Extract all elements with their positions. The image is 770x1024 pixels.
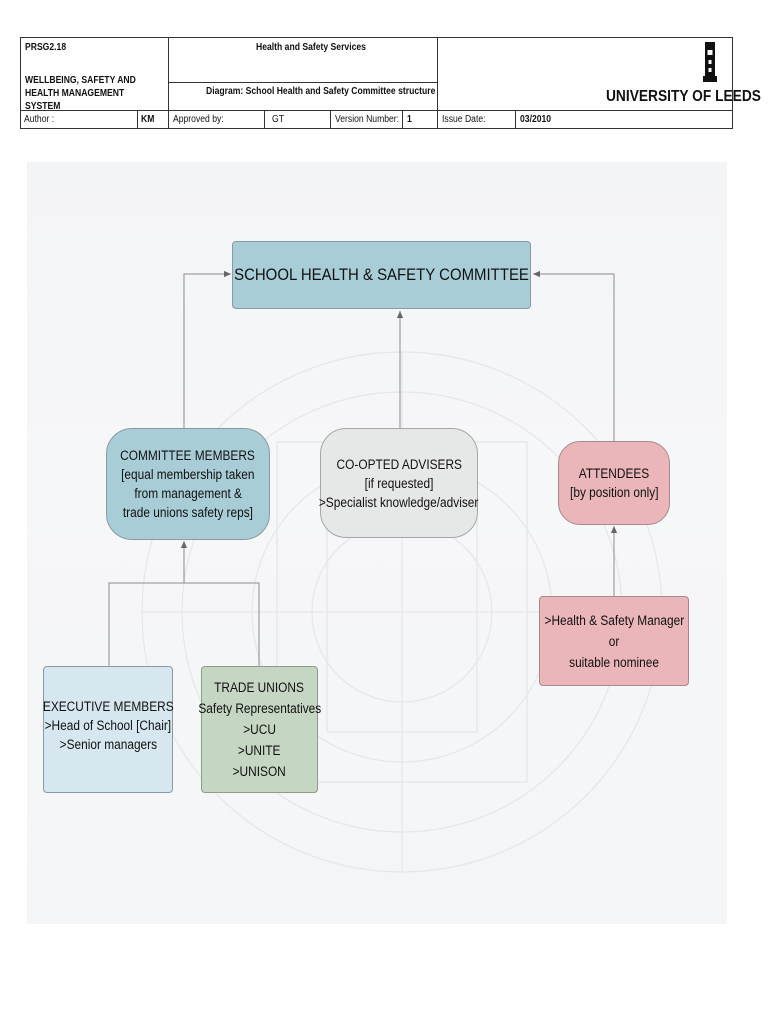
document-code: PRSG2.18: [25, 42, 67, 53]
box-text: >UNITE: [238, 743, 281, 758]
box-text: [by position only]: [569, 485, 659, 500]
document-header: [20, 37, 733, 129]
box-text: >Specialist knowledge/adviser: [319, 494, 479, 510]
version-label: Version Number:: [335, 114, 400, 125]
issue-date-label: Issue Date:: [442, 114, 486, 125]
version-value: 1: [407, 114, 412, 125]
box-text: EXECUTIVE MEMBERS: [42, 699, 174, 714]
header-divider: [264, 110, 265, 129]
box-text: >Head of School [Chair]: [44, 718, 172, 733]
box-text: TRADE UNIONS: [214, 680, 305, 695]
author-label: Author :: [24, 114, 55, 125]
executive-members-box: EXECUTIVE MEMBERS >Head of School [Chair…: [43, 666, 173, 793]
box-text: trade unions safety reps]: [122, 505, 254, 520]
approved-label: Approved by:: [173, 114, 224, 125]
co-opted-advisers-box: CO-OPTED ADVISERS [if requested] >Specia…: [319, 428, 479, 538]
box-text: >UNISON: [232, 764, 287, 779]
committee-title: SCHOOL HEALTH & SAFETY COMMITTEE: [234, 265, 529, 284]
diagram-title: Diagram: School Health and Safety Commit…: [206, 86, 436, 97]
box-text: Safety Representatives: [198, 701, 321, 716]
header-divider: [437, 37, 438, 129]
header-divider: [330, 110, 331, 129]
header-divider: [20, 110, 733, 111]
school-committee-box: SCHOOL HEALTH & SAFETY COMMITTEE: [232, 241, 531, 309]
system-title: WELLBEING, SAFETY AND HEALTH MANAGEMENT …: [25, 75, 136, 112]
issue-date-value: 03/2010: [520, 114, 552, 125]
box-text: or: [608, 633, 620, 649]
attendees-box: ATTENDEES [by position only]: [558, 441, 670, 525]
header-divider: [168, 82, 437, 83]
author-value: KM: [141, 114, 155, 125]
box-text: [if requested]: [364, 475, 434, 491]
header-divider: [515, 110, 516, 129]
approved-value: GT: [272, 114, 284, 125]
arrow-members-to-committee: [183, 270, 231, 428]
box-text: suitable nominee: [569, 654, 659, 670]
box-text: from management &: [134, 486, 242, 501]
department-name: Health and Safety Services: [256, 42, 366, 53]
university-tower-icon: [703, 42, 717, 82]
box-text: >Health & Safety Manager: [544, 612, 684, 628]
connector-exec-unions: [108, 582, 260, 666]
box-text: >Senior managers: [59, 737, 157, 752]
box-text: ATTENDEES: [578, 466, 650, 481]
header-divider: [402, 110, 403, 129]
header-divider: [168, 37, 169, 129]
university-logo-text: UNIVERSITY OF LEEDS: [606, 88, 761, 105]
arrow-attendees-to-committee: [533, 270, 615, 441]
box-text: >UCU: [243, 722, 276, 737]
box-text: [equal membership taken: [121, 467, 255, 482]
trade-unions-box: TRADE UNIONS Safety Representatives >UCU…: [198, 666, 321, 793]
committee-members-box: COMMITTEE MEMBERS [equal membership take…: [106, 428, 270, 540]
header-divider: [137, 110, 138, 129]
box-text: COMMITTEE MEMBERS: [120, 448, 256, 463]
health-safety-manager-box: >Health & Safety Manager or suitable nom…: [539, 596, 689, 686]
box-text: CO-OPTED ADVISERS: [336, 456, 462, 472]
